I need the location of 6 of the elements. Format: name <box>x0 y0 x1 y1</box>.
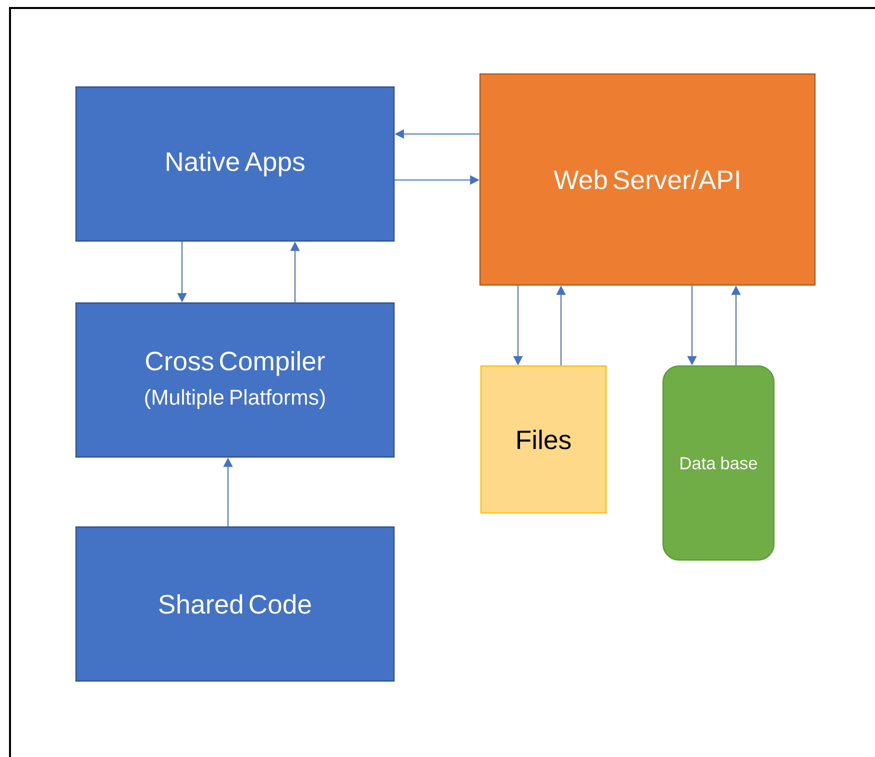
process-box: Shared Code <box>75 526 395 682</box>
process-box: Cross Compiler (Multiple Platforms) <box>75 302 395 458</box>
storage-box: Files <box>480 365 607 514</box>
process-box: Native Apps <box>75 86 395 242</box>
server-box: Web Server/API <box>479 73 816 286</box>
database-box: Data base <box>662 365 775 561</box>
